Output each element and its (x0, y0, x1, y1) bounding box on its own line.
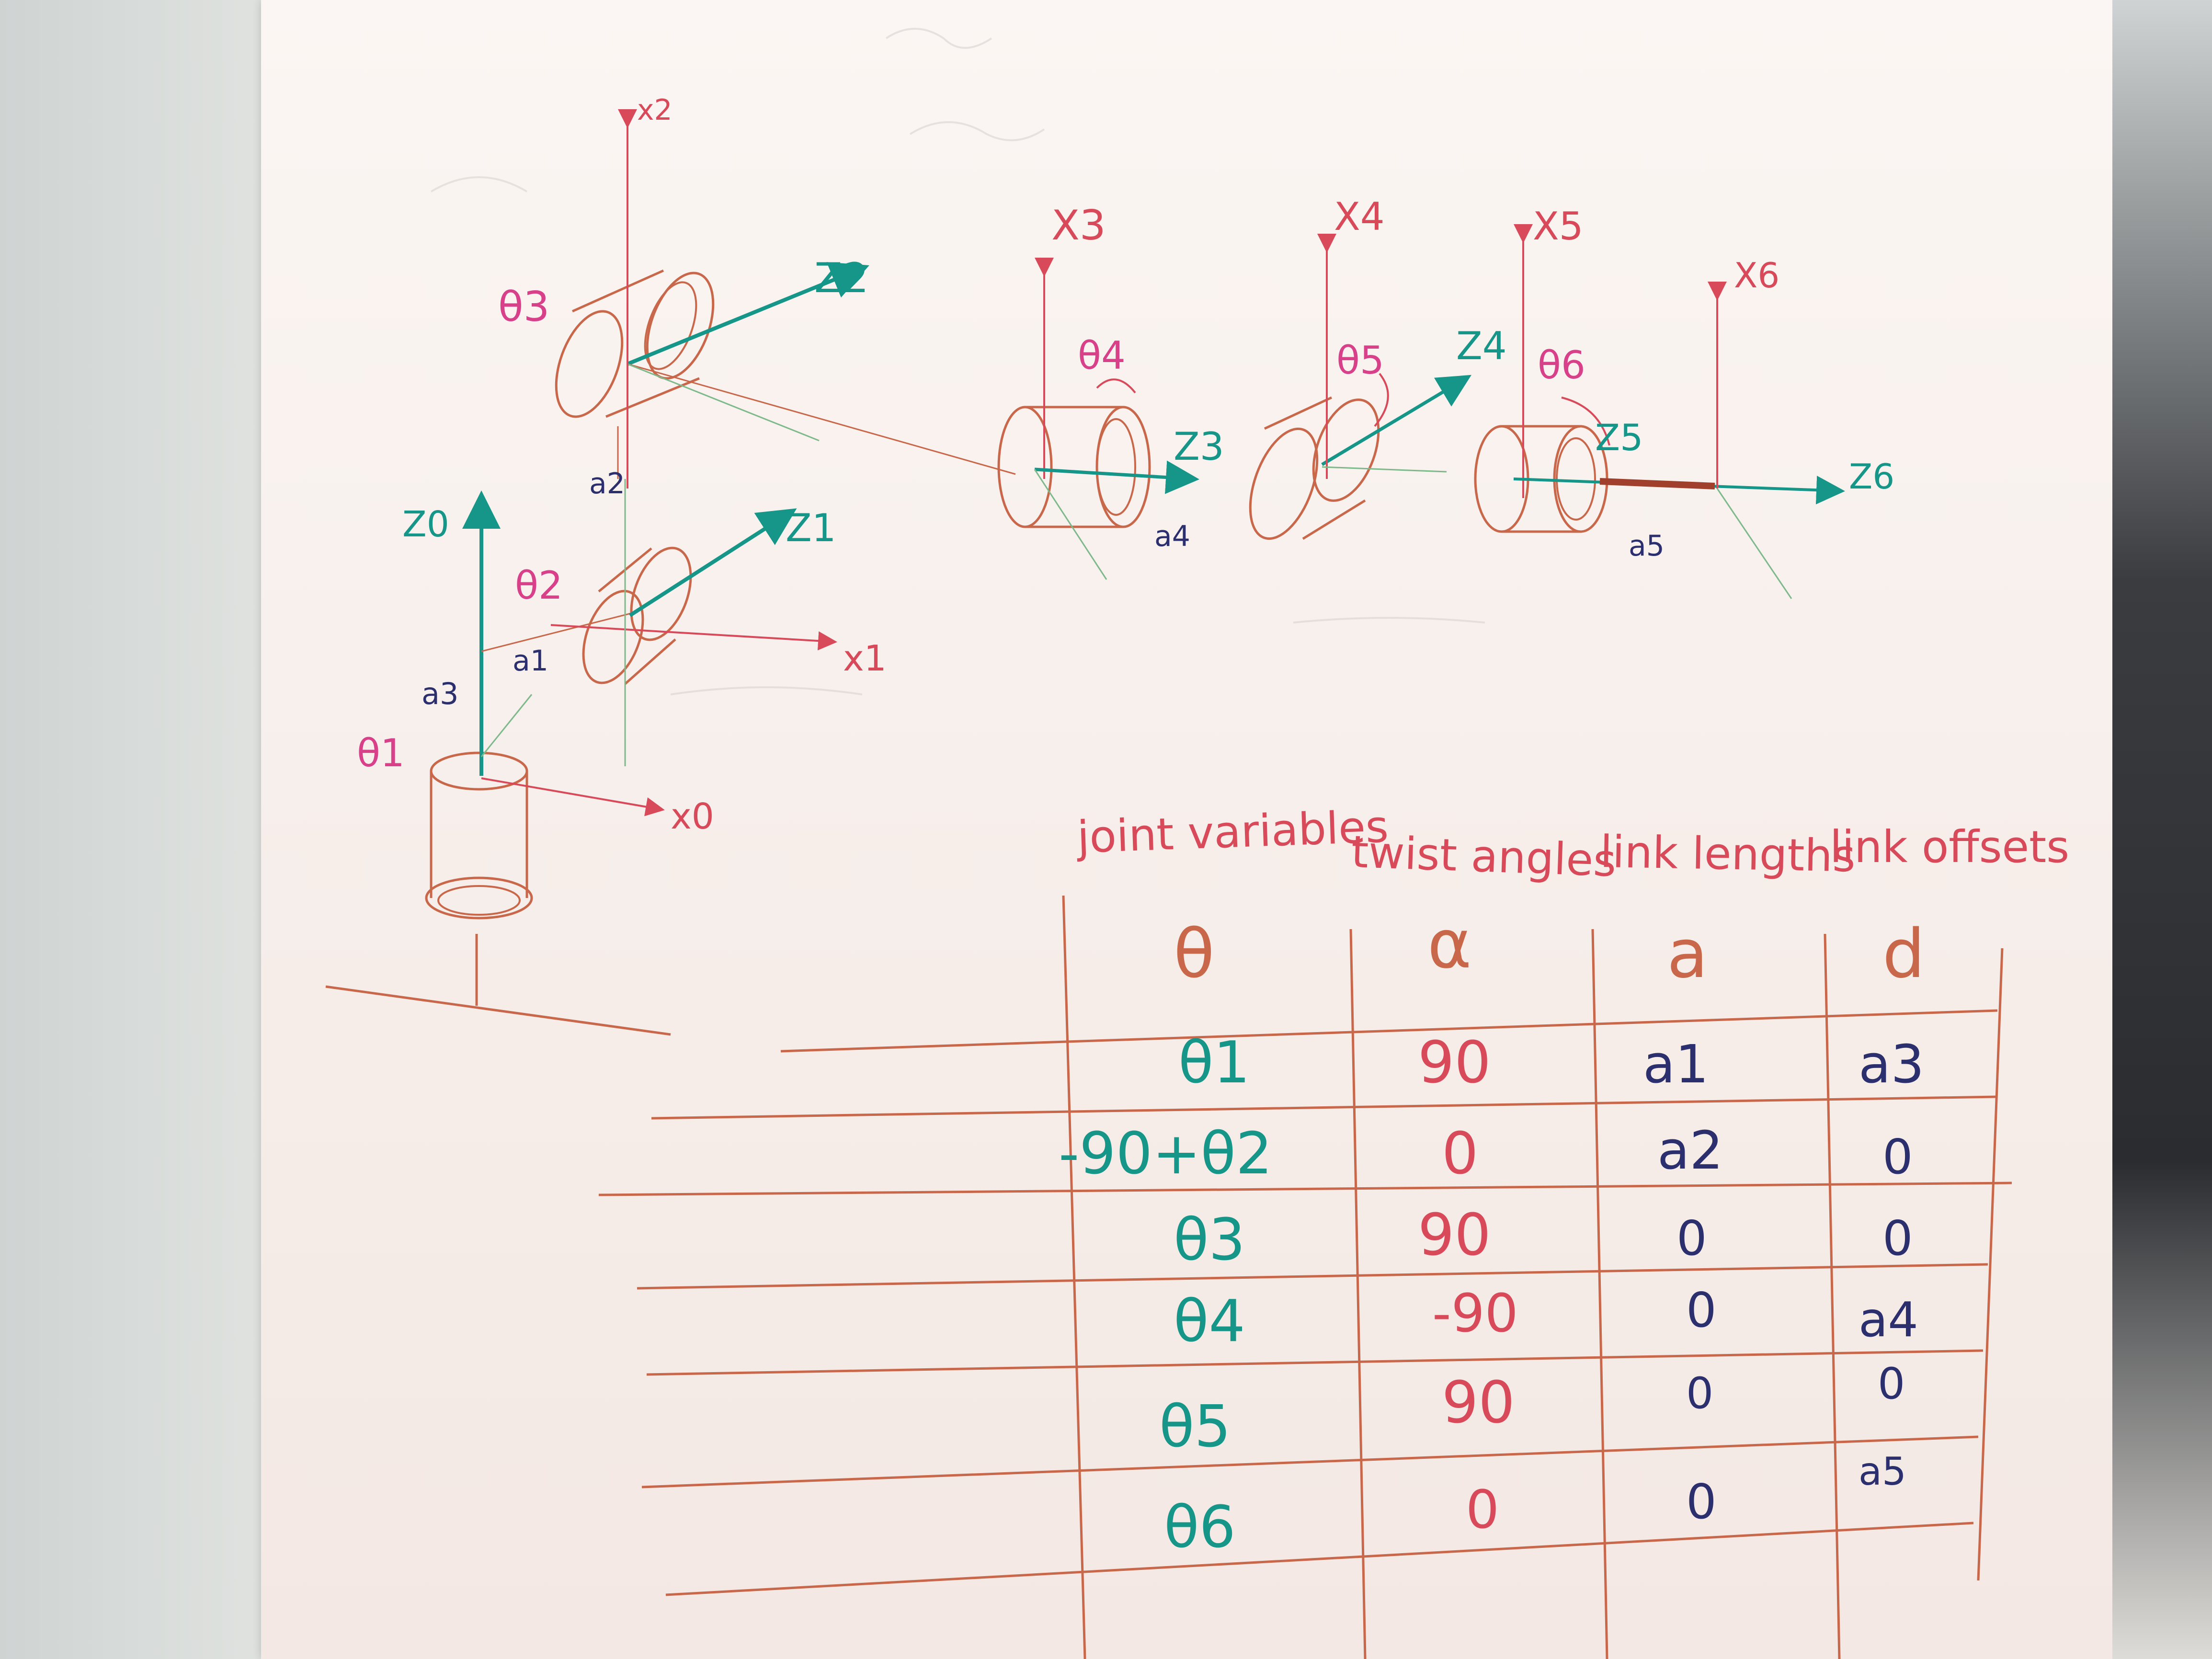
cell-r2-theta: -90+θ2 (1059, 1121, 1272, 1187)
symbol-a: a (1667, 915, 1708, 993)
cell-r3-alpha: 90 (1418, 1202, 1491, 1269)
label-a2: a2 (589, 467, 625, 500)
label-z1: Z1 (786, 506, 836, 550)
cell-r4-theta: θ4 (1174, 1288, 1245, 1355)
cell-r5-d: 0 (1878, 1359, 1905, 1409)
cell-r3-a: 0 (1676, 1210, 1707, 1266)
cell-r3-theta: θ3 (1174, 1207, 1245, 1273)
label-z5: Z5 (1595, 416, 1643, 459)
cell-r6-theta: θ6 (1164, 1494, 1236, 1561)
cell-r6-a: 0 (1686, 1474, 1717, 1530)
label-a4: a4 (1154, 520, 1190, 553)
joint-4 (997, 258, 1199, 580)
joint-6 (1474, 224, 1845, 599)
header-joint-variables: joint variables (1075, 801, 1389, 863)
header-link-offsets: link offsets (1830, 821, 2069, 873)
cell-r3-d: 0 (1882, 1210, 1913, 1266)
cell-r5-theta: θ5 (1159, 1394, 1231, 1460)
header-link-lengths: link lengths (1600, 826, 1856, 882)
cell-r2-d: 0 (1882, 1129, 1913, 1185)
label-x0: x0 (671, 796, 714, 837)
joint-2 (550, 426, 837, 766)
dh-table-lines (598, 895, 2012, 1659)
label-a5: a5 (1629, 529, 1665, 563)
cell-r4-a: 0 (1686, 1282, 1717, 1338)
cell-r1-alpha: 90 (1418, 1030, 1491, 1096)
cell-r1-a: a1 (1643, 1034, 1709, 1095)
label-z0: Z0 (402, 504, 449, 545)
label-theta2: θ2 (515, 563, 563, 608)
label-z3: Z3 (1174, 424, 1224, 469)
label-a3: a3 (422, 676, 458, 711)
cell-r4-alpha: -90 (1432, 1283, 1518, 1344)
ghost-writing (430, 28, 1485, 695)
cell-r6-alpha: 0 (1466, 1479, 1499, 1540)
notebook-page (261, 0, 2112, 1659)
label-theta3: θ3 (498, 283, 549, 331)
joint-3 (555, 109, 1016, 489)
symbol-alpha: α (1427, 906, 1471, 984)
label-theta6: θ6 (1538, 343, 1585, 387)
cell-r4-d: a4 (1859, 1292, 1918, 1348)
label-a1: a1 (513, 644, 548, 678)
notebook-left-page (0, 0, 261, 1659)
label-x1: x1 (843, 638, 887, 679)
symbol-d: d (1882, 915, 1925, 993)
label-x5: X5 (1533, 204, 1584, 249)
label-x6: X6 (1734, 255, 1779, 295)
header-twist-angles: twist angles (1350, 826, 1617, 886)
label-x4: X4 (1334, 194, 1385, 239)
symbol-theta: θ (1174, 915, 1215, 993)
label-theta4: θ4 (1078, 333, 1126, 378)
cell-r2-alpha: 0 (1442, 1121, 1478, 1187)
cell-r5-alpha: 90 (1442, 1370, 1515, 1436)
notebook-right-edge (2112, 0, 2212, 1659)
cell-r1-d: a3 (1859, 1034, 1924, 1095)
label-theta5: θ5 (1336, 338, 1384, 383)
label-z2: Z2 (814, 254, 869, 302)
label-z4: Z4 (1456, 324, 1507, 368)
cell-r5-a: 0 (1686, 1368, 1713, 1419)
cell-r2-a: a2 (1657, 1120, 1723, 1181)
base-joint (325, 490, 671, 1036)
cell-r1-theta: θ1 (1178, 1030, 1250, 1096)
cell-r6-d: a5 (1859, 1449, 1906, 1494)
label-x3: X3 (1051, 202, 1106, 250)
label-z6: Z6 (1849, 456, 1894, 497)
label-theta1: θ1 (357, 731, 405, 775)
label-x2: x2 (637, 93, 673, 127)
joint-5 (1249, 234, 1472, 540)
